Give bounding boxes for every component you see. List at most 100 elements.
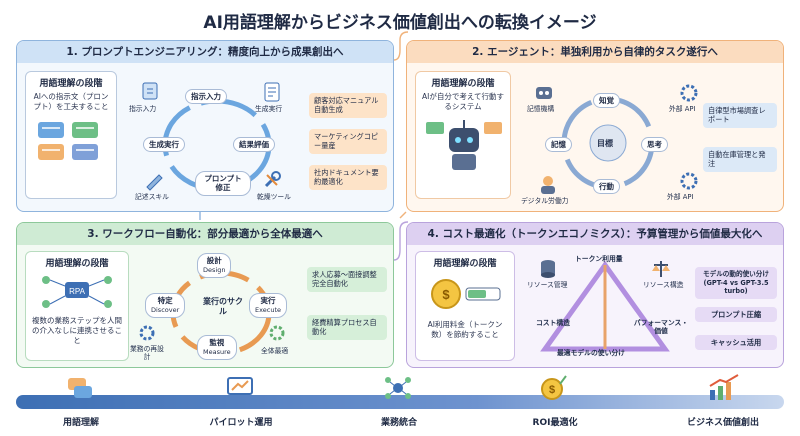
- chat-icon: [68, 378, 92, 398]
- usecase-chip: マーケティングコピー量産: [309, 129, 387, 154]
- icon-label: リソース構造: [643, 281, 684, 289]
- node-en: Execute: [255, 306, 281, 315]
- coin-meter-icon: $: [431, 279, 501, 309]
- icon-label: デジタル労働力: [521, 197, 569, 205]
- triangle-top-label: トークン利用量: [575, 255, 623, 263]
- cycle-node-revise: プロンプト修正: [195, 171, 251, 196]
- cycle-node-perceive: 知覚: [593, 93, 620, 109]
- icon-label: 外部 API: [669, 105, 696, 113]
- growth-chart-icon: [709, 374, 739, 400]
- workflow-center: 業行のサクル: [203, 297, 243, 316]
- balance-scale-icon: [652, 261, 670, 277]
- usecase-chip: モデルの動的使い分け (GPT-4 vs GPT-3.5 turbo): [695, 267, 777, 299]
- usecase-chip: 自律型市場調査レポート: [703, 103, 777, 128]
- node-en: Measure: [203, 348, 231, 357]
- panel-heading: 4. コスト最適化（トークンエコノミクス）：予算管理から価値最大化へ: [407, 223, 783, 245]
- timeline-step-1: 用語理解: [62, 418, 99, 428]
- cycle-node-act: 行動: [593, 179, 620, 195]
- cycle-node-memory: 記憶: [545, 137, 572, 153]
- usecase-chip: 求人応募〜面接調整完全自動化: [307, 267, 387, 292]
- optimal-model-label: 最適モデルの使い分け: [557, 349, 625, 357]
- panel-heading: 1. プロンプトエンジニアリング：精度向上から成果創出へ: [17, 41, 393, 63]
- stage-title: 用語理解の段階: [433, 259, 497, 269]
- rpa-network-icon: RPA: [42, 276, 112, 308]
- svg-text:$: $: [442, 287, 450, 302]
- node-jp: 実行: [260, 296, 276, 305]
- roi-coin-icon: $: [541, 375, 567, 400]
- cycle-node-design: 設計 Design: [197, 253, 232, 278]
- cycle-node-discover: 特定 Discover: [145, 293, 186, 318]
- stage-desc: 複数の業務ステップを人間の介入なしに連携させること: [32, 316, 122, 346]
- stage-box: 用語理解の段階 AIが自分で考えて行動するシステム: [415, 71, 511, 199]
- agent-goal: 目標: [597, 139, 613, 148]
- redesign-gear-icon: [139, 325, 155, 341]
- node-en: Discover: [151, 306, 180, 315]
- stage-desc: AI利用料金（トークン数）を節約すること: [427, 320, 503, 340]
- icon-label: 指示入力: [129, 105, 157, 113]
- global-optimize-gear-icon: [269, 325, 285, 341]
- icon-label: 業務の再設計: [130, 345, 164, 362]
- usecase-chip: 社内ドキュメント要約最適化: [309, 165, 387, 190]
- api-gear-icon: [680, 172, 698, 190]
- icon-label: 外部 API: [667, 193, 694, 201]
- stage-title: 用語理解の段階: [45, 259, 109, 269]
- node-jp: 設計: [206, 256, 222, 265]
- stage-title: 用語理解の段階: [431, 79, 495, 89]
- cycle-node-measure: 監視 Measure: [197, 335, 237, 360]
- icon-label: 全体最適: [261, 347, 289, 355]
- rpa-label: RPA: [69, 287, 86, 296]
- usecase-chip: キャッシュ活用: [695, 335, 777, 351]
- usecase-chip: 経費精算プロセス自動化: [307, 315, 387, 340]
- document-icon: [264, 82, 280, 102]
- stage-box: 用語理解の段階 $ AI利用料金（トークン数）を節約すること: [415, 251, 515, 361]
- icon-label: 生成実行: [255, 105, 283, 113]
- robot-icon: [426, 120, 502, 171]
- timeline-step-4: ROI最適化: [532, 418, 578, 428]
- node-en: Design: [203, 266, 226, 275]
- network-icon: [385, 377, 411, 399]
- chat-bubbles-icon: [38, 122, 98, 161]
- usecase-chip: 顧客対応マニュアル自動生成: [309, 93, 387, 118]
- usecase-chip: 自動在庫管理と発注: [703, 147, 777, 172]
- database-icon: [541, 260, 555, 278]
- timeline-step-3: 業務統合: [380, 418, 417, 428]
- node-jp: 監視: [209, 338, 225, 347]
- panel-agent: 2. エージェント：単独利用から自律的タスク遂行へ 用語理解の段階 AIが自分で…: [406, 40, 784, 212]
- usecase-chip: プロンプト圧縮: [695, 307, 777, 323]
- wrench-icon: [264, 171, 281, 188]
- panel-heading: 3. ワークフロー自動化：部分最適から全体最適へ: [17, 223, 393, 245]
- hand-input-icon: [142, 82, 158, 100]
- cycle-node-input: 指示入力: [185, 89, 227, 105]
- icon-label: 記述スキル: [135, 193, 169, 201]
- token-triangle: [540, 260, 670, 352]
- stage-box: 用語理解の段階 RPA 複数の業務ステップを人間の介入なしに連携させること: [25, 251, 129, 361]
- cycle-node-generate: 生成実行: [143, 137, 185, 153]
- panel-workflow-automation: 3. ワークフロー自動化：部分最適から全体最適へ 用語理解の段階 RPA 複数の…: [16, 222, 394, 368]
- stage-title: 用語理解の段階: [39, 79, 103, 89]
- cost-structure-label: コスト構造: [536, 319, 570, 327]
- cycle-node-evaluate: 結果評価: [233, 137, 275, 153]
- pen-icon: [146, 174, 163, 191]
- stage-box: 用語理解の段階 AIへの指示文（プロンプト）を工夫すること: [25, 71, 117, 199]
- panel-heading: 2. エージェント：単独利用から自律的タスク遂行へ: [407, 41, 783, 63]
- performance-value-label: パフォーマンス・価値: [633, 319, 689, 336]
- panel-cost-optimization: 4. コスト最適化（トークンエコノミクス）：予算管理から価値最大化へ 用語理解の…: [406, 222, 784, 368]
- panel-prompt-engineering: 1. プロンプトエンジニアリング：精度向上から成果創出へ 用語理解の段階 AIへ…: [16, 40, 394, 212]
- icon-label: 記憶機構: [527, 105, 555, 113]
- timeline-step-5: ビジネス価値創出: [686, 418, 759, 428]
- icon-label: リソース管理: [527, 281, 568, 289]
- memory-robot-icon: [536, 87, 552, 99]
- stage-desc: AIへの指示文（プロンプト）を工夫すること: [33, 92, 109, 112]
- svg-text:$: $: [549, 384, 555, 396]
- api-gear-icon: [680, 84, 698, 102]
- worker-icon: [541, 176, 555, 194]
- stage-desc: AIが自分で考えて行動するシステム: [422, 92, 504, 112]
- node-jp: 特定: [157, 296, 173, 305]
- icon-label: 乾燥ツール: [257, 193, 291, 201]
- cycle-node-execute: 実行 Execute: [249, 293, 287, 318]
- cycle-node-think: 思考: [641, 137, 668, 153]
- page-title: AI用語理解からビジネス価値創出への転換イメージ: [203, 13, 597, 33]
- timeline-bar: [16, 395, 784, 409]
- monitor-chart-icon: [227, 377, 253, 395]
